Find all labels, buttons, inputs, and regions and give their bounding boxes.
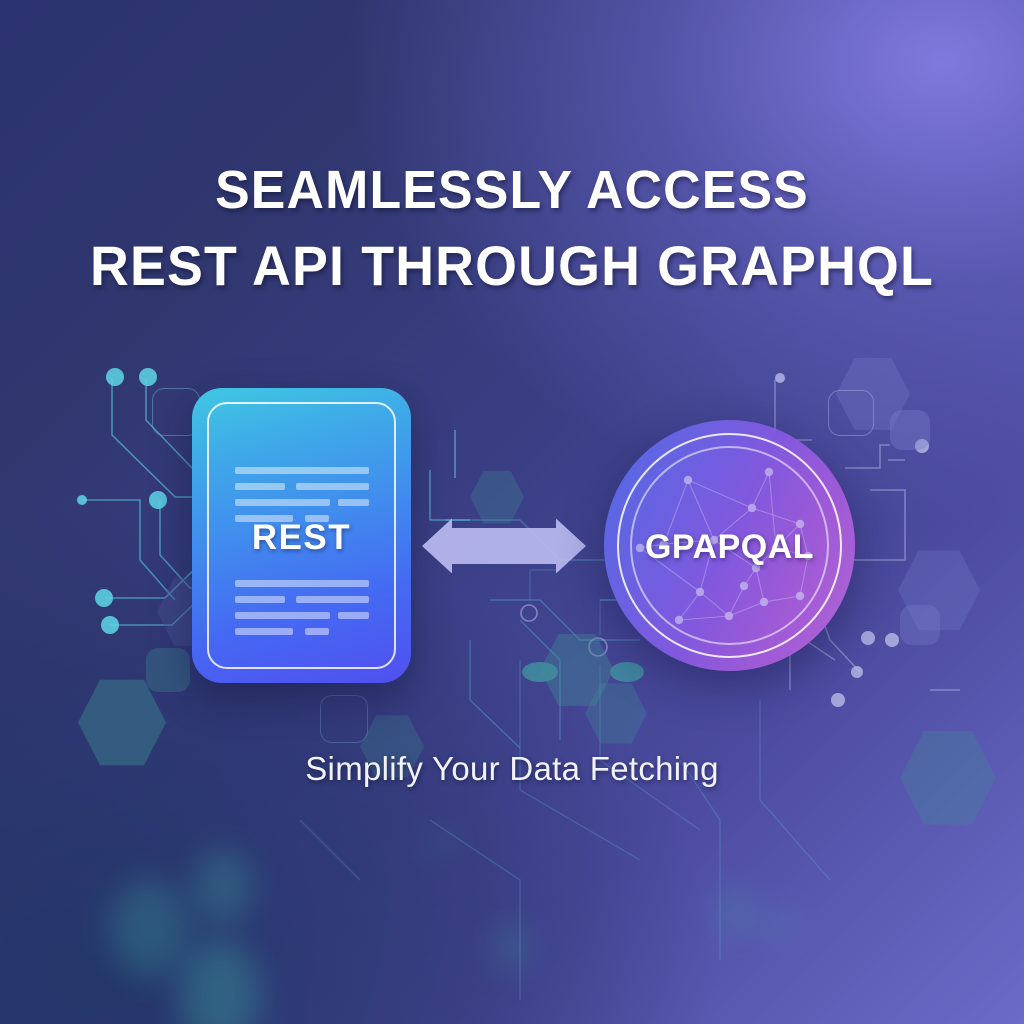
rest-doc-line (235, 596, 369, 603)
rest-doc-line (235, 499, 369, 506)
bokeh-glow (498, 925, 528, 969)
rest-doc-line (235, 628, 369, 635)
rest-api-card[interactable]: REST (192, 388, 411, 683)
graphql-outer-ring (617, 433, 842, 658)
rounded-square-shape (890, 410, 930, 450)
rest-doc-segment (235, 612, 330, 619)
rest-doc-segment (235, 467, 369, 474)
rest-doc-segment (338, 499, 369, 506)
hexagon-shape (540, 633, 614, 706)
rest-doc-segment (235, 515, 293, 522)
rest-doc-line (235, 612, 369, 619)
rest-doc-line (235, 483, 369, 490)
rest-doc-segment (296, 596, 369, 603)
graphql-inner-ring (630, 446, 829, 645)
rest-doc-segment (235, 596, 285, 603)
headline-line-2: REST API THROUGH GRAPHQL (89, 234, 935, 297)
rest-doc-segment (235, 499, 330, 506)
rest-doc-segment (235, 628, 293, 635)
rest-doc-line (235, 580, 369, 587)
rest-doc-segment (338, 612, 369, 619)
graphql-circle-label: GPAPQAL (644, 528, 815, 566)
bokeh-glow (720, 890, 752, 936)
bokeh-glow (180, 940, 260, 1024)
headline-line-1: SEAMLESSLY ACCESS (215, 160, 809, 220)
bokeh-glow (770, 905, 794, 943)
rounded-square-shape (320, 695, 368, 743)
graphql-circle[interactable]: GPAPQAL (604, 420, 855, 671)
rounded-square-shape (146, 648, 190, 692)
hexagon-shape (585, 683, 647, 744)
rest-doc-segment (235, 483, 285, 490)
rest-doc-segment (296, 483, 369, 490)
subtitle: Simplify Your Data Fetching (305, 750, 719, 787)
rest-card-label: REST (251, 518, 352, 557)
rest-doc-lines-top (235, 467, 369, 531)
rest-card-inner-border (207, 402, 396, 669)
bokeh-glow (195, 850, 251, 924)
rest-doc-segment (305, 515, 329, 522)
rest-doc-segment (305, 628, 329, 635)
bokeh-glow (430, 830, 452, 852)
rest-doc-lines-bottom (235, 580, 369, 644)
hexagon-shape (898, 550, 980, 631)
rounded-square-shape (900, 605, 940, 645)
rest-doc-line (235, 515, 369, 522)
rest-doc-segment (235, 580, 369, 587)
headline: SEAMLESSLY ACCESS REST API THROUGH GRAPH… (0, 152, 1024, 304)
bokeh-glow (110, 880, 188, 976)
bidirectional-arrow-icon (422, 518, 586, 574)
rest-doc-line (235, 467, 369, 474)
